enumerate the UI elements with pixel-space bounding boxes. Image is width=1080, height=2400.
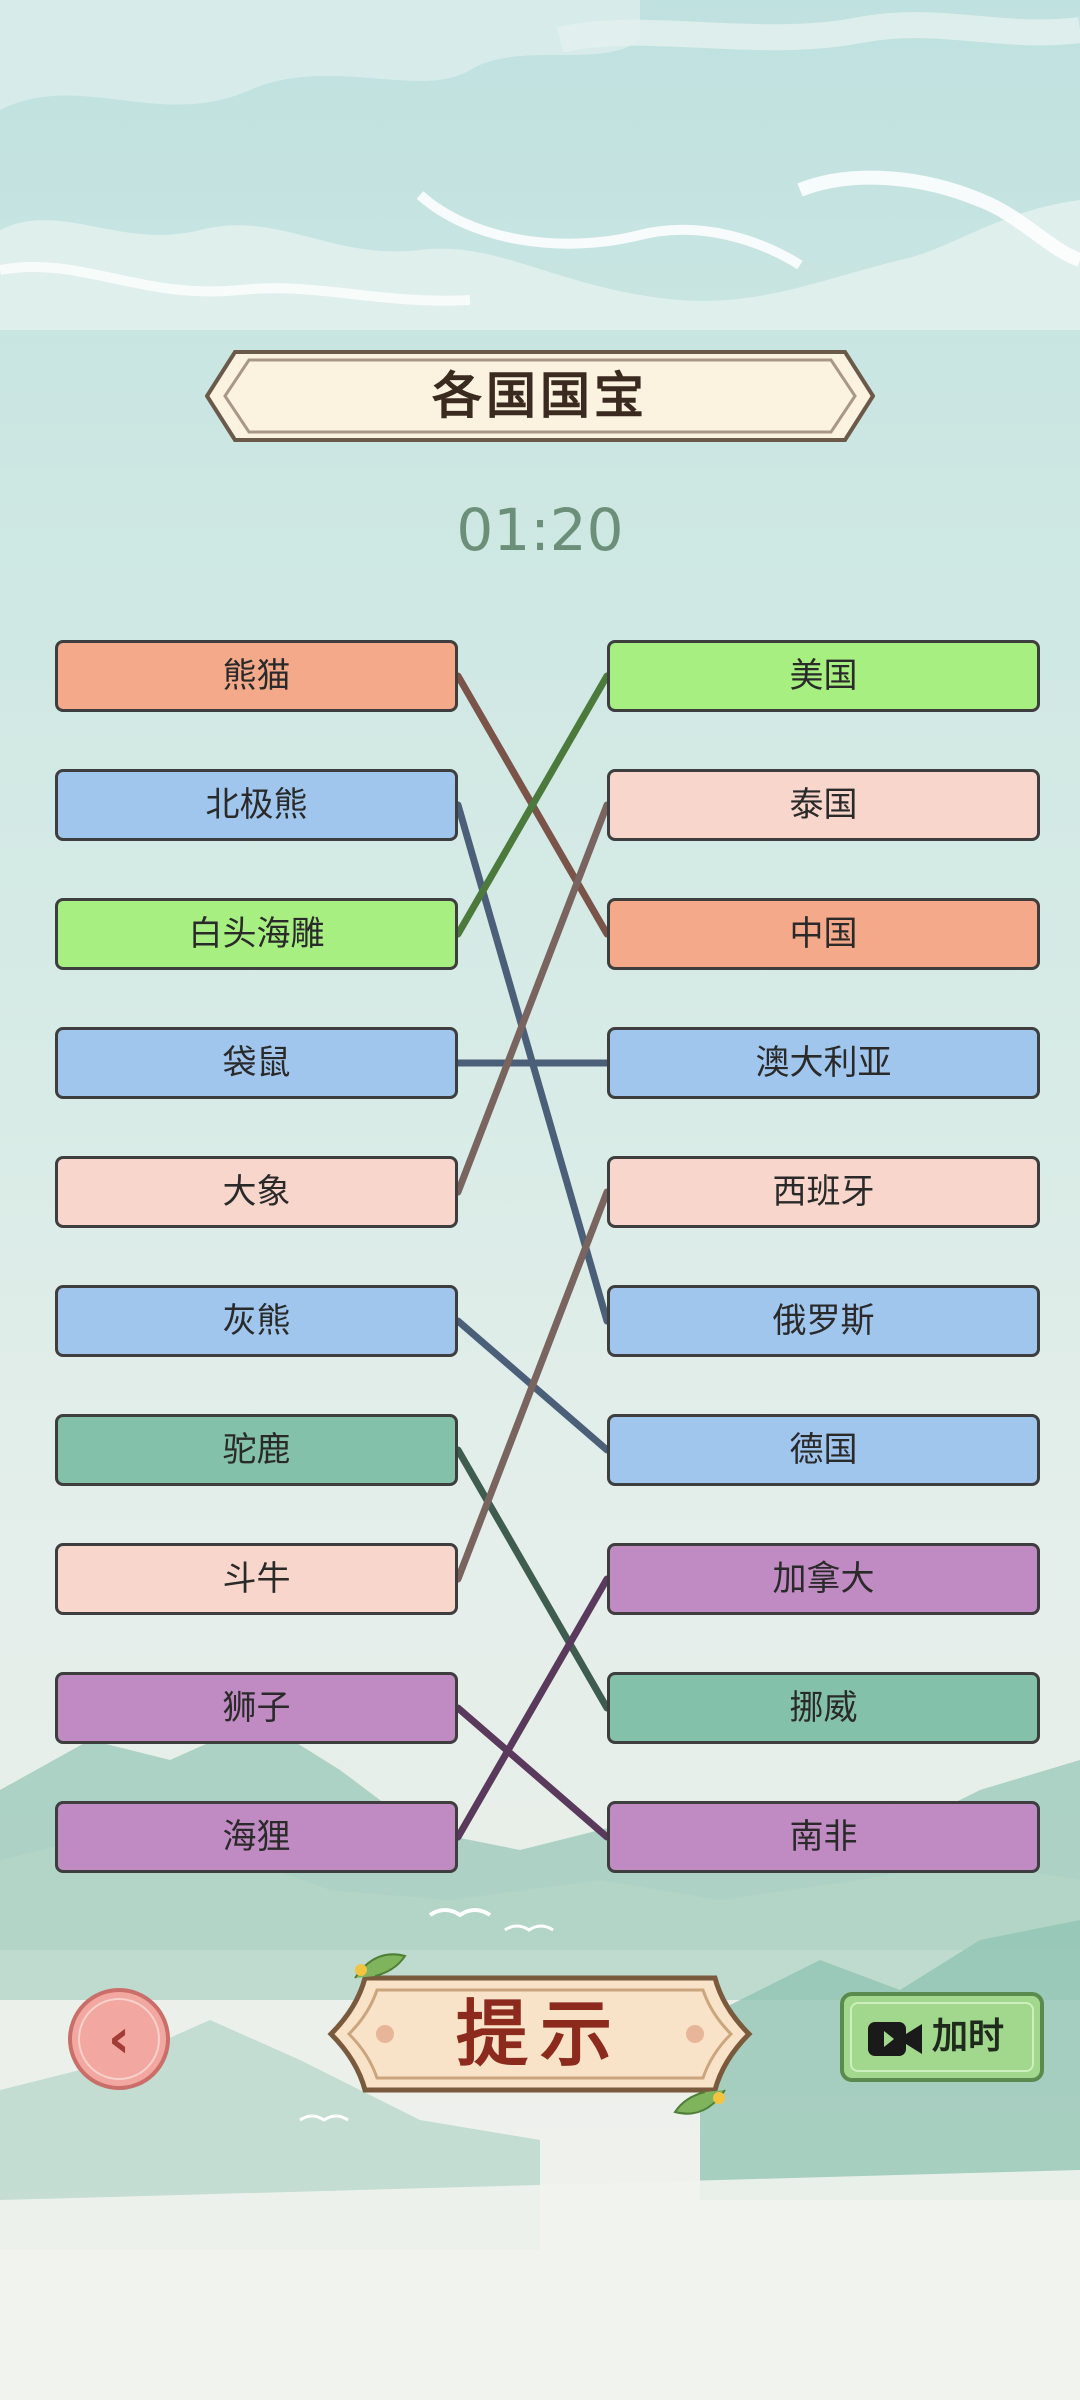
right-card-1[interactable]: 泰国 xyxy=(607,769,1040,841)
right-card-7[interactable]: 加拿大 xyxy=(607,1543,1040,1615)
level-title-banner: 各国国宝 xyxy=(205,350,875,442)
connection-line-4 xyxy=(454,801,611,1196)
video-camera-icon xyxy=(868,2022,922,2056)
left-card-1[interactable]: 北极熊 xyxy=(55,769,458,841)
back-button[interactable]: ‹ xyxy=(68,1988,170,2090)
left-card-9[interactable]: 海狸 xyxy=(55,1801,458,1873)
right-card-4[interactable]: 西班牙 xyxy=(607,1156,1040,1228)
banner-frame xyxy=(205,350,875,442)
connection-line-2 xyxy=(454,672,611,938)
right-card-3[interactable]: 澳大利亚 xyxy=(607,1027,1040,1099)
level-title: 各国国宝 xyxy=(432,366,648,425)
add-time-label: 加时 xyxy=(932,2016,1005,2057)
add-time-button[interactable]: 加时 xyxy=(840,1992,1044,2082)
left-card-2[interactable]: 白头海雕 xyxy=(55,898,458,970)
left-card-8[interactable]: 狮子 xyxy=(55,1672,458,1744)
connection-line-8 xyxy=(454,1704,611,1841)
left-card-6[interactable]: 驼鹿 xyxy=(55,1414,458,1486)
right-card-9[interactable]: 南非 xyxy=(607,1801,1040,1873)
hint-button[interactable]: 提示 xyxy=(325,1948,755,2120)
connection-line-6 xyxy=(454,1446,611,1712)
right-card-6[interactable]: 德国 xyxy=(607,1414,1040,1486)
connection-line-7 xyxy=(454,1188,611,1583)
chevron-left-icon: ‹ xyxy=(107,2007,131,2070)
right-card-2[interactable]: 中国 xyxy=(607,898,1040,970)
left-card-0[interactable]: 熊猫 xyxy=(55,640,458,712)
hint-button-frame xyxy=(327,1953,753,2115)
right-card-0[interactable]: 美国 xyxy=(607,640,1040,712)
left-card-3[interactable]: 袋鼠 xyxy=(55,1027,458,1099)
hint-label: 提示 xyxy=(455,1991,624,2076)
countdown-timer: 01:20 xyxy=(456,496,624,564)
left-card-7[interactable]: 斗牛 xyxy=(55,1543,458,1615)
left-card-5[interactable]: 灰熊 xyxy=(55,1285,458,1357)
left-card-4[interactable]: 大象 xyxy=(55,1156,458,1228)
right-card-5[interactable]: 俄罗斯 xyxy=(607,1285,1040,1357)
right-card-8[interactable]: 挪威 xyxy=(607,1672,1040,1744)
connection-line-9 xyxy=(454,1575,611,1841)
